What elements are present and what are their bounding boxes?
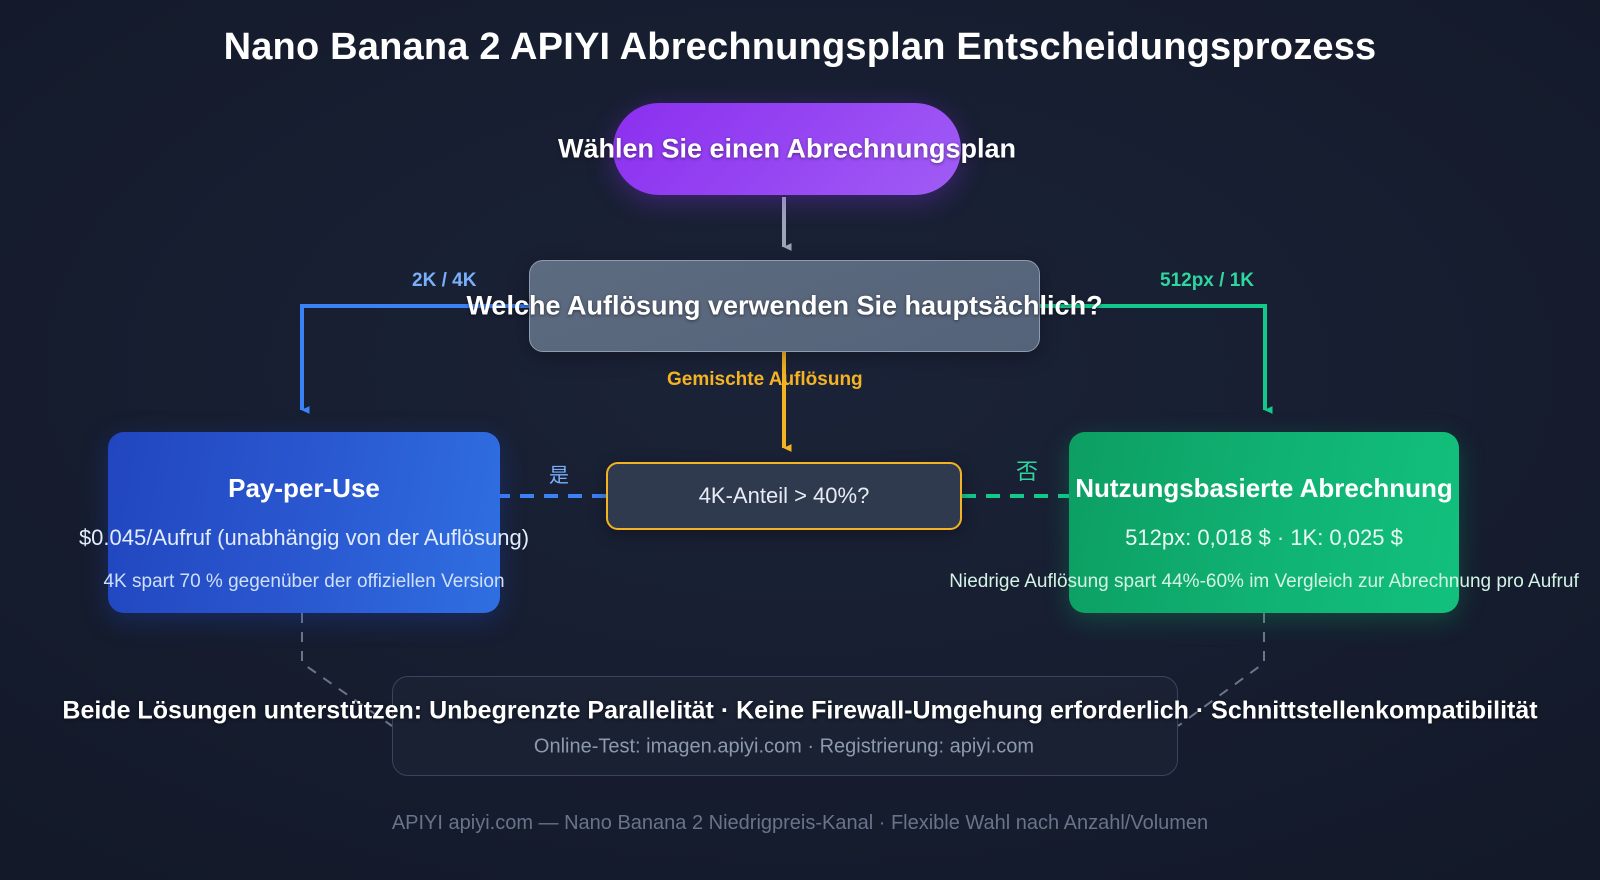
edge-label-yes: 是 — [549, 465, 569, 487]
edge-resolution-to-payperuse — [300, 304, 529, 414]
node-outcome-pay-per-use-line1: $0.045/Aufruf (unabhängig von der Auflös… — [78, 525, 530, 550]
node-outcome-pay-per-use-title: Pay-per-Use — [228, 473, 380, 503]
node-outcome-pay-per-use[interactable]: Pay-per-Use $0.045/Aufruf (unabhängig vo… — [79, 432, 529, 613]
node-question-resolution[interactable]: Welche Auflösung verwenden Sie hauptsäch… — [466, 260, 1103, 352]
node-question-4k-share-label: 4K-Anteil > 40%? — [698, 483, 870, 508]
note-main-text: Beide Lösungen unterstützen: Unbegrenzte… — [62, 696, 1538, 725]
node-question-4k-share[interactable]: 4K-Anteil > 40%? — [606, 462, 962, 530]
edge-resolution-to-usagebased — [1040, 304, 1273, 414]
node-question-resolution-label: Welche Auflösung verwenden Sie hauptsäch… — [466, 290, 1103, 321]
node-outcome-usage-based-line2: Niedrige Auflösung spart 44%-60% im Verg… — [949, 571, 1579, 592]
edge-label-no: 否 — [1016, 459, 1039, 484]
edge-label-512px-1k: 512px / 1K — [1160, 270, 1254, 291]
edge-label-mixed-resolution: Gemischte Auflösung — [667, 369, 863, 390]
node-start-label: Wählen Sie einen Abrechnungsplan — [557, 133, 1017, 164]
node-outcome-pay-per-use-line2: 4K spart 70 % gegenüber der offiziellen … — [103, 571, 505, 592]
node-outcome-usage-based-line1: 512px: 0,018 $ · 1K: 0,025 $ — [1125, 525, 1403, 550]
footer-text: APIYI apiyi.com — Nano Banana 2 Niedrigp… — [391, 812, 1209, 834]
note-box — [392, 676, 1178, 776]
node-start[interactable]: Wählen Sie einen Abrechnungsplan — [558, 103, 1016, 195]
node-outcome-usage-based[interactable]: Nutzungsbasierte Abrechnung 512px: 0,018… — [949, 432, 1579, 613]
note-sub-text: Online-Test: imagen.apiyi.com · Registri… — [533, 735, 1035, 758]
page-title: Nano Banana 2 APIYI Abrechnungsplan Ents… — [223, 26, 1377, 68]
edge-label-2k-4k: 2K / 4K — [412, 270, 477, 291]
node-outcome-usage-based-title: Nutzungsbasierte Abrechnung — [1075, 473, 1453, 503]
